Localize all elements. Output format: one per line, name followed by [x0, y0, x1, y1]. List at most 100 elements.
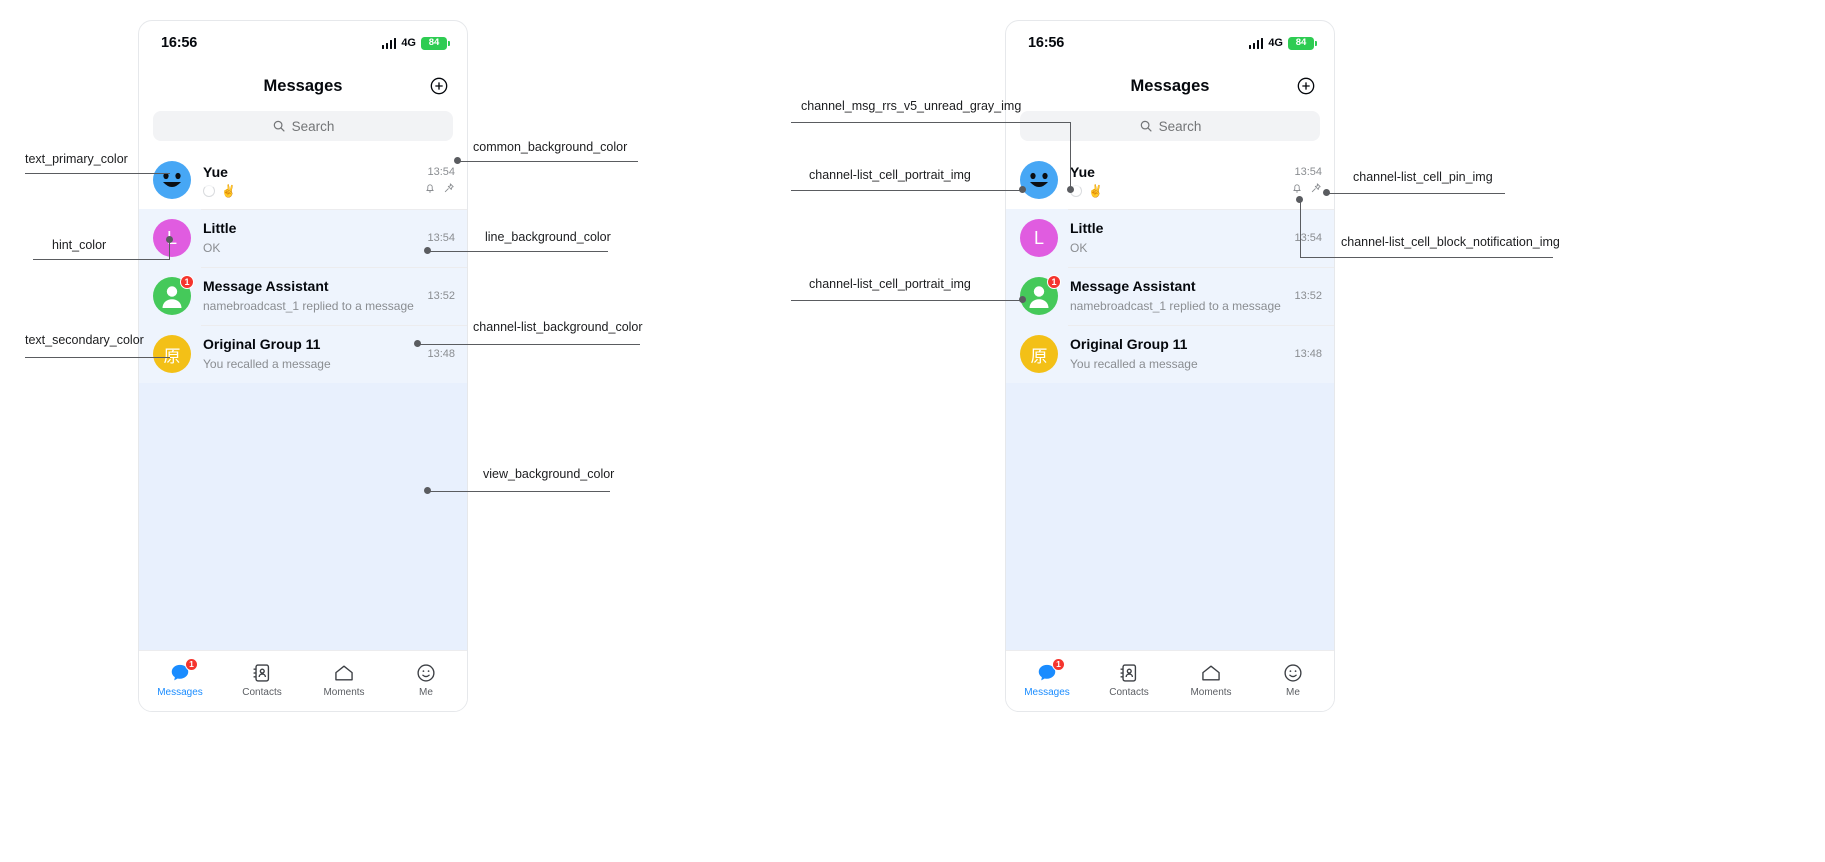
tab-label: Contacts: [242, 686, 282, 698]
tab-contacts[interactable]: Contacts: [1088, 662, 1170, 698]
chat-item-name: Message Assistant: [203, 277, 329, 294]
tab-label: Messages: [157, 686, 203, 698]
avatar-letter: L: [1033, 227, 1044, 248]
plus-circle-icon[interactable]: [1296, 76, 1316, 96]
chat-item-body: Little OK: [203, 219, 419, 257]
annotation-leader-line: [458, 161, 638, 162]
chat-item-time: 13:54: [1294, 166, 1322, 178]
annotation-anchor-dot: [424, 247, 431, 254]
person-silhouette-avatar-icon[interactable]: 1: [1020, 275, 1061, 315]
empty-list-background: [139, 383, 467, 650]
chat-list-item-message-assistant[interactable]: 1 Message Assistant namebroadcast_1 repl…: [1006, 267, 1334, 325]
annotation-label-unread-gray-img: channel_msg_rrs_v5_unread_gray_img: [801, 99, 1022, 113]
home-house-icon: [1200, 662, 1222, 684]
tab-messages[interactable]: 1 Messages: [139, 657, 221, 698]
tab-messages[interactable]: 1 Messages: [1006, 657, 1088, 698]
chat-item-meta: 13:54: [1291, 166, 1322, 194]
chat-item-body: Message Assistant namebroadcast_1 replie…: [203, 277, 419, 315]
mute-bell-icon[interactable]: [424, 182, 436, 194]
status-bar: 16:56 4G 84: [139, 21, 467, 65]
unread-badge: 1: [180, 275, 194, 289]
cjk-letter-avatar-icon[interactable]: 原: [1020, 335, 1058, 373]
tab-unread-badge: 1: [185, 657, 198, 671]
victory-hand-emoji-icon: ✌️: [221, 183, 236, 198]
chat-item-meta-icons: [1291, 182, 1322, 194]
chat-list: Yue ✌️ 13:54 L: [139, 151, 467, 383]
plus-circle-icon[interactable]: [429, 76, 449, 96]
smiley-face-icon: [1282, 662, 1304, 684]
cjk-letter-avatar-icon[interactable]: 原: [153, 335, 191, 373]
annotation-leader-line: [791, 190, 1023, 191]
search-input[interactable]: Search: [153, 111, 453, 141]
pin-icon[interactable]: [1310, 182, 1322, 194]
tab-me[interactable]: Me: [385, 662, 467, 698]
chat-list-item-message-assistant[interactable]: 1 Message Assistant namebroadcast_1 repl…: [139, 267, 467, 325]
annotation-leader-line: [428, 251, 608, 252]
annotation-label-line-background-color: line_background_color: [485, 230, 611, 244]
chat-item-meta: 13:48: [1294, 348, 1322, 360]
network-type-label: 4G: [401, 37, 416, 49]
home-indicator: [139, 708, 467, 711]
phone-mockup-left: 16:56 4G 84 Messages Search: [138, 20, 468, 712]
annotation-label-hint-color: hint_color: [52, 238, 107, 252]
search-container: Search: [139, 107, 467, 151]
chat-item-meta: 13:54: [427, 232, 455, 244]
smiley-face-avatar-icon[interactable]: [1020, 161, 1058, 199]
search-icon: [273, 120, 285, 132]
tab-contacts[interactable]: Contacts: [221, 662, 303, 698]
annotation-label-text-secondary-color: text_secondary_color: [25, 333, 144, 347]
chat-list-item-original-group-11[interactable]: 原 Original Group 11 You recalled a messa…: [139, 325, 467, 383]
search-placeholder: Search: [291, 118, 335, 134]
chat-item-meta: 13:54: [424, 166, 455, 194]
chat-bubble-icon: 1: [169, 657, 198, 684]
annotation-anchor-dot: [454, 157, 461, 164]
annotation-leader-line: [1300, 257, 1553, 258]
annotation-label-cell-portrait-img-lower: channel-list_cell_portrait_img: [809, 277, 971, 291]
search-input[interactable]: Search: [1020, 111, 1320, 141]
tab-bar: 1 Messages Contacts Moments: [1006, 650, 1334, 708]
tab-label: Messages: [1024, 686, 1070, 698]
home-indicator: [1006, 708, 1334, 711]
tab-moments[interactable]: Moments: [1170, 662, 1252, 698]
status-indicators: 4G 84: [381, 36, 450, 50]
smiley-face-avatar-icon[interactable]: [153, 161, 191, 199]
annotation-anchor-dot: [1323, 189, 1330, 196]
chat-item-time: 13:48: [427, 348, 455, 360]
chat-item-status-row: ✌️: [203, 183, 416, 198]
chat-item-name: Original Group 11: [203, 335, 321, 352]
annotation-anchor-dot: [414, 340, 421, 347]
search-icon: [1140, 120, 1152, 132]
annotation-leader-line: [1070, 122, 1071, 190]
chat-list-item-little[interactable]: L Little OK 13:54: [139, 209, 467, 267]
tab-label: Moments: [1190, 686, 1232, 698]
tab-label: Me: [419, 686, 433, 698]
chat-item-body: Original Group 11 You recalled a message: [203, 335, 419, 373]
search-container: Search: [1006, 107, 1334, 151]
person-silhouette-avatar-icon[interactable]: 1: [153, 275, 194, 315]
chat-list-item-yue[interactable]: Yue ✌️ 13:54: [139, 151, 467, 209]
signal-bars-icon: [1248, 37, 1264, 49]
mute-bell-icon[interactable]: [1291, 182, 1303, 194]
home-house-icon: [333, 662, 355, 684]
navigation-bar: Messages: [139, 65, 467, 107]
chat-item-time: 13:52: [1294, 290, 1322, 302]
chat-item-name: Message Assistant: [1070, 277, 1196, 294]
chat-item-body: Original Group 11 You recalled a message: [1070, 335, 1286, 373]
annotation-label-common-background-color: common_background_color: [473, 140, 628, 154]
chat-item-preview: namebroadcast_1 replied to a message: [203, 298, 414, 313]
chat-list-item-original-group-11[interactable]: 原 Original Group 11 You recalled a messa…: [1006, 325, 1334, 383]
chat-list-item-little[interactable]: L Little OK 13:54: [1006, 209, 1334, 267]
chat-item-time: 13:54: [427, 232, 455, 244]
chat-item-meta: 13:48: [427, 348, 455, 360]
battery-icon: 84: [421, 36, 450, 50]
search-placeholder: Search: [1158, 118, 1202, 134]
page-title: Messages: [1130, 76, 1210, 95]
tab-me[interactable]: Me: [1252, 662, 1334, 698]
chat-list: Yue ✌️ 13:54 L: [1006, 151, 1334, 383]
pin-icon[interactable]: [443, 182, 455, 194]
chat-item-meta: 13:52: [427, 290, 455, 302]
letter-avatar-icon[interactable]: L: [1020, 219, 1058, 257]
tab-moments[interactable]: Moments: [303, 662, 385, 698]
chat-item-time: 13:52: [427, 290, 455, 302]
chat-list-item-yue[interactable]: Yue ✌️ 13:54: [1006, 151, 1334, 209]
